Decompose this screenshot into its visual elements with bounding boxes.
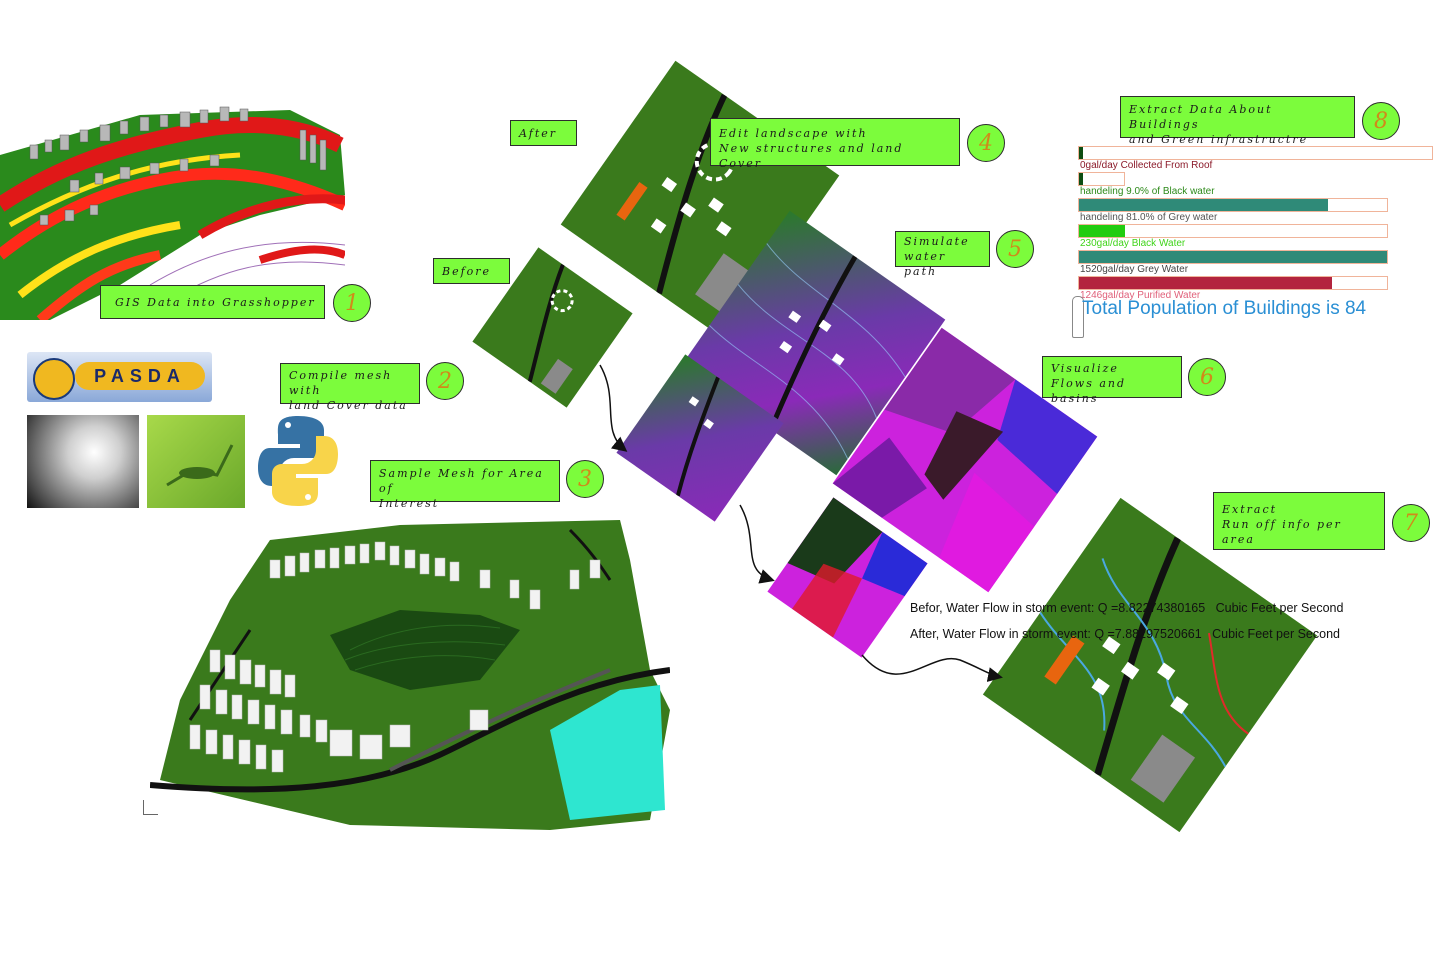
black-water-handling-label: handeling 9.0% of Black water <box>1080 186 1215 197</box>
black-water-volume-bar <box>1079 225 1126 237</box>
axis-indicator <box>143 800 158 815</box>
purified-water-bar-track <box>1078 276 1388 290</box>
black-water-handling-bar <box>1079 173 1084 185</box>
black-water-volume-bar-track <box>1078 224 1388 238</box>
step-6-badge: 6 <box>1188 358 1226 396</box>
grey-water-volume-bar <box>1079 251 1387 263</box>
water-path-area-map <box>616 354 784 522</box>
after-water-flow-text: After, Water Flow in storm event: Q =7.8… <box>910 627 1340 641</box>
flow-basins-map <box>832 327 1098 593</box>
grey-water-volume-bar-track <box>1078 250 1388 264</box>
grey-water-handling-bar <box>1079 199 1329 211</box>
flow-basins-area-map <box>767 497 928 658</box>
purified-water-bar <box>1079 277 1332 289</box>
step-1-label: GIS Data into Grasshopper <box>100 285 325 319</box>
black-water-volume-label: 230gal/day Black Water <box>1080 238 1186 249</box>
python-logo-icon <box>258 412 338 510</box>
before-water-flow-text: Befor, Water Flow in storm event: Q =8.8… <box>910 601 1344 615</box>
step-2-label: Compile mesh with land Cover data <box>280 363 420 412</box>
step-8-label: Extract Data About Buildings and Green i… <box>1120 96 1355 146</box>
grasshopper-logo-icon <box>147 415 245 508</box>
roof-collection-bar-track <box>1078 146 1433 160</box>
step-6-label: Visualize Flows and basins <box>1042 356 1182 405</box>
step-2-badge: 2 <box>426 362 464 400</box>
grey-water-volume-label: 1520gal/day Grey Water <box>1080 264 1189 275</box>
step-8-badge: 8 <box>1362 102 1400 140</box>
step-7-label: Extract Run off info per area <box>1213 492 1385 550</box>
pasda-logo-text: PASDA <box>75 362 205 390</box>
step-4-badge: 4 <box>967 124 1005 162</box>
building-stats-panel: 0gal/day Collected From Roof handeling 9… <box>1078 146 1438 326</box>
runoff-per-area-map <box>982 497 1318 833</box>
step-3-badge: 3 <box>566 460 604 498</box>
gis-heatmap <box>0 85 345 320</box>
after-label: After <box>510 120 577 146</box>
step-5-label: Simulate water path <box>895 231 990 278</box>
grey-water-handling-label: handeling 81.0% of Grey water <box>1080 212 1218 223</box>
step-7-badge: 7 <box>1392 504 1430 542</box>
step-5-badge: 5 <box>996 230 1034 268</box>
step-1-badge: 1 <box>333 284 371 322</box>
total-population-text: Total Population of Buildings is 84 <box>1082 298 1367 319</box>
step-4-label: Edit landscape with New structures and l… <box>710 118 960 170</box>
roof-collection-bar <box>1079 147 1083 159</box>
rhino-logo-icon <box>27 415 139 508</box>
roof-collection-label: 0gal/day Collected From Roof <box>1080 160 1213 171</box>
person-icon <box>1072 296 1084 338</box>
compass-icon <box>33 358 75 400</box>
water-path-simulation-map <box>680 210 946 476</box>
black-water-handling-bar-track <box>1078 172 1125 186</box>
before-label: Before <box>433 258 510 284</box>
before-landscape-map <box>472 247 633 408</box>
grey-water-handling-bar-track <box>1078 198 1388 212</box>
pasda-logo: PASDA <box>27 352 212 402</box>
step-3-label: Sample Mesh for Area of Interest <box>370 460 560 510</box>
terrain-mesh-3d <box>150 520 670 835</box>
after-landscape-map <box>560 60 840 340</box>
purified-water-label: 1246gal/day Purified Water <box>1080 290 1201 301</box>
